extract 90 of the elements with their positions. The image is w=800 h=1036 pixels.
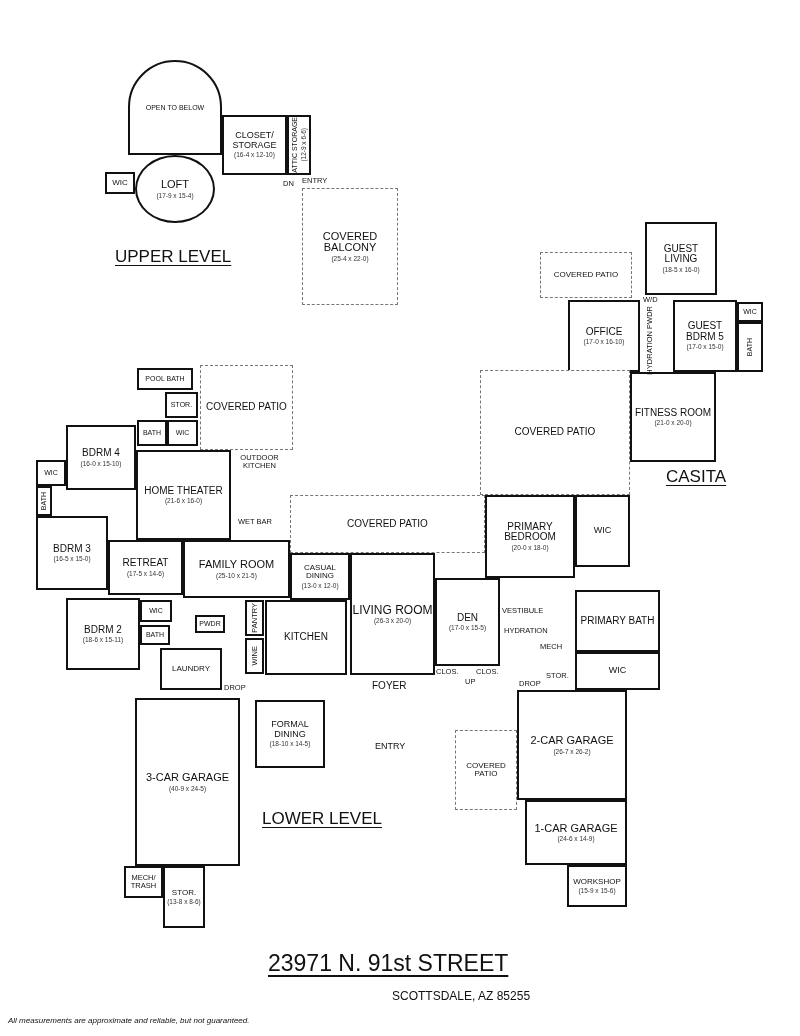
patio-area <box>290 495 485 553</box>
storage-room <box>163 866 205 928</box>
theater-room <box>136 450 231 540</box>
garage-area <box>517 690 627 800</box>
room-name: PRIMARY BEDROOM <box>503 521 557 543</box>
room-name: WORKSHOP <box>573 877 621 887</box>
room <box>350 553 435 675</box>
bath-room <box>575 590 660 652</box>
closet-room <box>575 652 660 690</box>
room-name: BDRM 4 <box>82 448 120 459</box>
room-name: OFFICE <box>585 326 623 338</box>
address-city-text: SCOTTSDALE, AZ 85255 <box>392 990 531 1003</box>
patio-area <box>455 730 517 810</box>
room-name: BDRM 3 <box>53 543 91 555</box>
open-to-below-area <box>128 60 222 155</box>
bath-room <box>195 615 225 633</box>
room-name: KITCHEN <box>284 632 328 643</box>
address-title: 23971 N. 91st STREET <box>268 950 509 977</box>
bedroom <box>36 516 108 590</box>
level-heading: CASITA <box>666 468 727 486</box>
room-name: COVERED PATIO <box>553 270 619 280</box>
bath-room <box>737 322 763 372</box>
storage-room <box>245 638 264 674</box>
closet-room <box>737 302 763 322</box>
kitchen-room <box>265 600 347 675</box>
garage-area <box>525 800 627 865</box>
room <box>108 540 183 595</box>
workshop-room <box>567 865 627 907</box>
bath-room <box>137 368 193 390</box>
foyer-label: FOYER <box>372 681 407 692</box>
room <box>645 222 717 295</box>
room-name: FITNESS ROOM <box>634 407 712 419</box>
room-name: RETREAT <box>122 558 169 569</box>
garage-area <box>135 698 240 866</box>
closet-room <box>140 600 172 622</box>
room-name: WIC <box>608 666 627 676</box>
bedroom <box>66 425 136 490</box>
room-name: HOME THEATER <box>144 485 223 497</box>
bath-room <box>36 486 52 516</box>
room-name: WIC <box>593 526 612 536</box>
room-name: LAUNDRY <box>171 664 211 674</box>
pantry-room <box>245 600 264 636</box>
disclaimer-note: All measurements are approximate and reliable, but not guaranteed. <box>8 1017 250 1026</box>
room-name: GUEST LIVING <box>662 243 700 265</box>
room <box>183 540 290 598</box>
closet-room <box>167 420 198 446</box>
storage-room <box>287 115 311 175</box>
room-name: COVERED PATIO <box>514 427 596 438</box>
room <box>568 300 640 372</box>
room-name: 1-CAR GARAGE <box>534 822 618 835</box>
bath-room <box>140 625 170 645</box>
closet-room <box>575 495 630 567</box>
room-name: FORMAL DINING <box>270 720 310 740</box>
bedroom <box>66 598 140 670</box>
room-name: CLOSET/ STORAGE <box>231 131 278 151</box>
room-name: LIVING ROOM <box>352 603 433 617</box>
entry-label: ENTRY <box>375 742 406 752</box>
room-name: 2-CAR GARAGE <box>530 735 614 747</box>
dining-room <box>290 553 350 600</box>
bedroom <box>673 300 737 372</box>
patio-area <box>540 252 632 298</box>
patio-area <box>200 365 293 450</box>
bedroom <box>485 495 575 578</box>
room-name: PRIMARY BATH <box>580 615 655 627</box>
room-name: GUEST BDRM 5 <box>685 321 725 343</box>
room-name: CASUAL DINING <box>303 564 337 581</box>
storage-room <box>222 115 287 175</box>
bath-room <box>137 420 167 446</box>
room-name: COVERED BALCONY <box>321 230 379 254</box>
closet-room <box>36 460 66 486</box>
room-name: COVERED PATIO <box>465 761 507 779</box>
closet-room <box>105 172 135 194</box>
balcony-area <box>302 188 398 305</box>
level-heading: UPPER LEVEL <box>115 248 232 266</box>
utility-room <box>124 866 163 898</box>
room-name: 3-CAR GARAGE <box>145 772 230 784</box>
room-name: DEN <box>456 612 479 624</box>
patio-area <box>480 370 630 495</box>
room-name: COVERED PATIO <box>206 402 287 413</box>
room-name: STOR. <box>171 888 197 898</box>
room-name: BDRM 2 <box>84 624 122 636</box>
dining-room <box>255 700 325 768</box>
room-name: COVERED PATIO <box>347 518 428 530</box>
room <box>435 578 500 666</box>
room-name: LOFT <box>160 179 190 191</box>
level-heading: LOWER LEVEL <box>262 810 382 828</box>
room-name: WIC <box>112 178 128 188</box>
laundry-room <box>160 648 222 690</box>
storage-room <box>165 392 198 418</box>
room-name: FAMILY ROOM <box>198 559 275 571</box>
